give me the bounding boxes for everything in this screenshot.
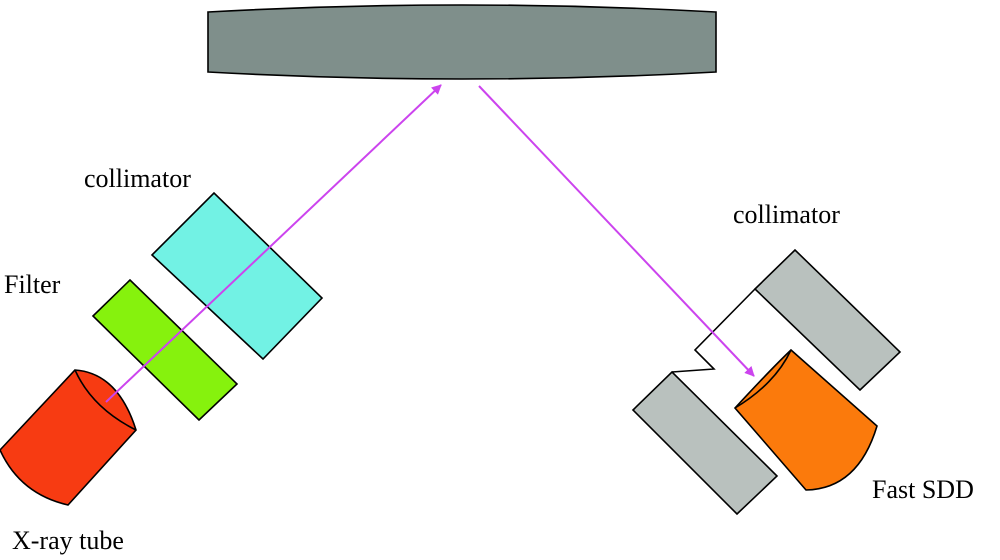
collimator-right-upper [753, 248, 902, 392]
label-filter: Filter [4, 270, 61, 299]
xray-tube-face [74, 369, 137, 431]
collimator-right-lower [631, 370, 779, 516]
label-collimator-left: collimator [84, 164, 191, 193]
label-xray-tube: X-ray tube [12, 526, 124, 555]
fluorescence-beam-arrow [478, 85, 755, 377]
sample-slab [207, 4, 717, 80]
collimator-left [150, 191, 324, 361]
label-fast-sdd: Fast SDD [872, 475, 974, 504]
filter [91, 278, 239, 422]
collimator-housing-outline [671, 288, 756, 373]
xray-tube-body [0, 369, 137, 506]
detector-face [734, 349, 792, 409]
detector-body [733, 348, 878, 491]
label-collimator-right: collimator [733, 200, 840, 229]
incident-beam-arrow [105, 84, 442, 403]
